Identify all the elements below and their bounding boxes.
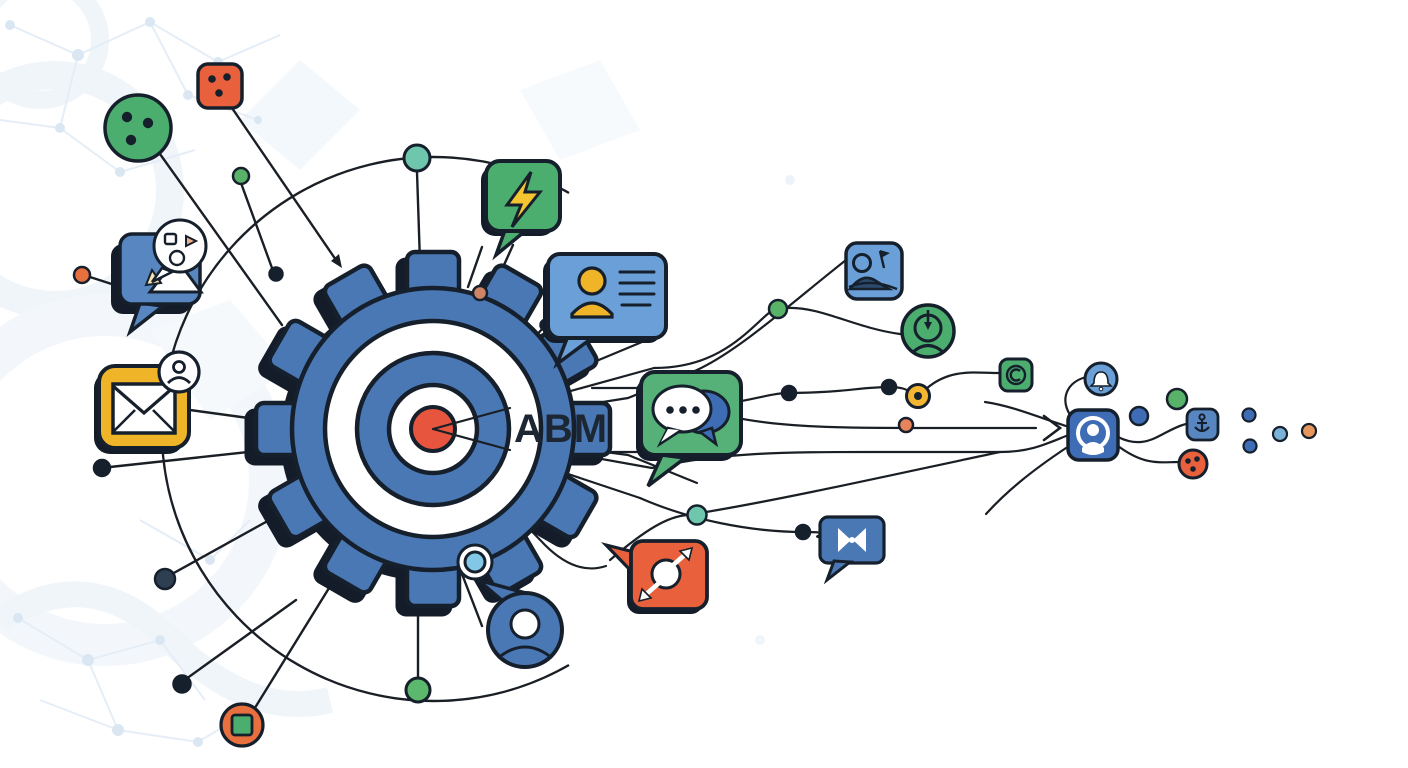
flow-lines: [431, 258, 1188, 570]
contact-person-head: [577, 266, 607, 296]
sync-arrows-chat-bubble-icon: [600, 539, 709, 614]
copyright-tile-icon: [998, 357, 1034, 393]
sky-node: [463, 550, 487, 574]
gear-tooth-dot: [471, 284, 489, 302]
trailing-account-dots: [1128, 387, 1318, 454]
paper-plane-chat-bubble-icon: [111, 218, 208, 338]
connector-node-dots: [72, 166, 915, 694]
bowtie-right: [853, 528, 866, 552]
abm-label: ABM: [514, 407, 608, 451]
lightning-bolt: [504, 171, 544, 228]
three-dot-red-square-icon: [196, 62, 244, 110]
background-network-mesh: [0, 0, 795, 747]
target-node-yellow-icon: [905, 383, 931, 409]
orbit-node-teal-top: [402, 143, 432, 173]
contact-card-chat-bubble-icon: [543, 252, 668, 370]
chat-conversation-bubble-icon: [636, 370, 743, 488]
three-dot-green-circle-icon: [103, 93, 173, 163]
three-dot-red-circle-icon: [1177, 448, 1209, 480]
person-flag-tile-icon: [844, 241, 904, 301]
person-target-circle-icon: [900, 303, 956, 359]
bowtie-left: [838, 528, 851, 552]
notification-bell-node-icon: [1083, 361, 1119, 397]
video-meeting-chat-bubble-icon: [818, 515, 886, 585]
orbit-node-green-bottom: [404, 676, 432, 704]
account-avatar-tile-icon: [1066, 408, 1120, 462]
green-square-orange-circle-icon: [219, 702, 265, 748]
contact-person-body: [570, 301, 614, 319]
avatar-speech-circle-icon: [476, 578, 564, 669]
fan-origin-lines: [431, 406, 512, 452]
email-contact-badge-icon: [94, 350, 201, 454]
lightning-chat-bubble-icon: [481, 159, 562, 261]
anchor-tile-icon: [1185, 407, 1220, 442]
